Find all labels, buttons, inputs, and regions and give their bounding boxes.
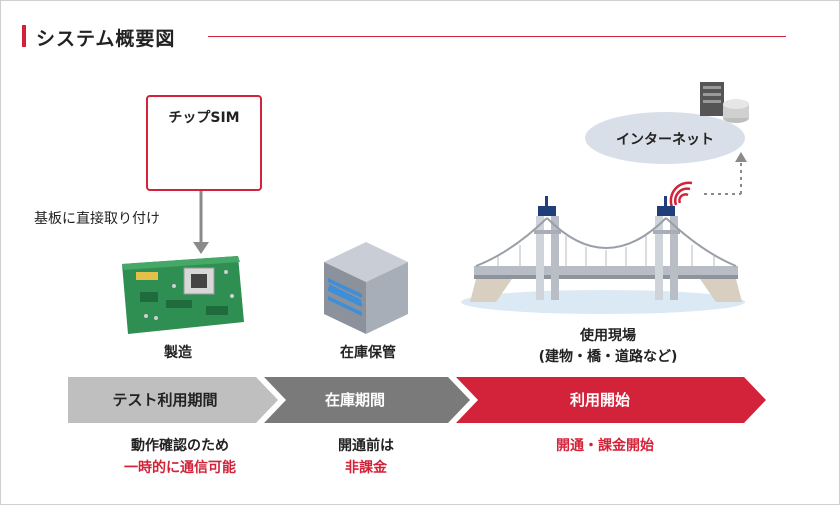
note-test-line1: 動作確認のため (131, 438, 229, 454)
internet-cloud-icon (585, 112, 745, 164)
title-rule (208, 36, 786, 37)
note-test-line2: 一時的に通信可能 (124, 460, 236, 476)
phase-storage-arrow (264, 377, 470, 423)
stage-usage-sub-label: (建物・橋・道路など) (538, 349, 678, 365)
circuit-board-icon (122, 256, 244, 334)
internet-label: インターネット (616, 132, 714, 148)
mount-arrow (193, 189, 209, 254)
note-storage-line2: 非課金 (345, 460, 387, 476)
stage-usage-label: 使用現場 (580, 328, 636, 344)
note-use-line1: 開通・課金開始 (556, 438, 654, 454)
wireless-signal-icon (669, 181, 693, 208)
chip-sim-box: チップSIM (146, 95, 262, 191)
phase-storage-label: 在庫期間 (324, 391, 385, 409)
bridge-icon (461, 196, 745, 314)
note-storage-line1: 開通前は (338, 438, 394, 454)
page-title: システム概要図 (36, 28, 176, 50)
network-connection-line (704, 152, 747, 195)
mount-label: 基板に直接取り付け (34, 211, 160, 227)
storage-disk-icon (723, 99, 749, 123)
phase-use-arrow (456, 377, 766, 423)
chip-sim-label: チップSIM (168, 110, 240, 126)
title-accent-bar (22, 25, 26, 47)
stage-manufacturing-label: 製造 (164, 345, 192, 361)
server-icon (700, 82, 724, 116)
stage-storage-label: 在庫保管 (340, 345, 396, 361)
warehouse-box-icon (324, 242, 408, 334)
phase-test-arrow (68, 377, 278, 423)
phase-use-label: 利用開始 (569, 391, 630, 409)
phase-arrow-band (68, 377, 766, 423)
phase-test-label: テスト利用期間 (112, 391, 218, 409)
title-bar: システム概要図 (22, 22, 786, 50)
